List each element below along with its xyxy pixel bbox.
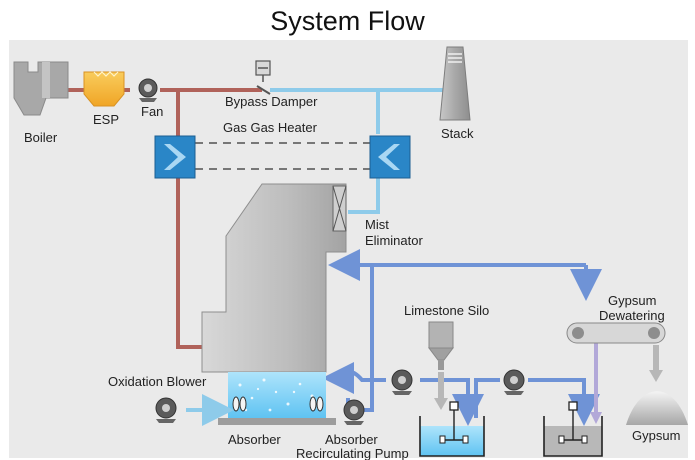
mist-eliminator-label-1: Mist	[365, 217, 389, 232]
absorber-recirc-pump-icon	[343, 399, 365, 425]
oxidation-blower-label: Oxidation Blower	[108, 374, 207, 389]
flue-gas-to-absorber	[176, 90, 202, 349]
page-title: System Flow	[270, 6, 425, 36]
limestone-slurry-tank	[419, 401, 485, 457]
boiler	[13, 61, 69, 116]
fan-icon	[138, 78, 158, 102]
slurry-return-line	[358, 263, 586, 412]
stack-icon	[439, 46, 471, 121]
belt-filter-icon	[566, 322, 666, 344]
bypass-damper-icon	[255, 60, 271, 95]
recirc-pump-icon	[391, 369, 413, 395]
absorber-pump-label-1: Absorber	[325, 432, 378, 447]
boiler-label: Boiler	[24, 130, 58, 145]
silo-feed-arrowhead	[434, 398, 448, 410]
dewatering-arrowhead	[590, 412, 602, 424]
fan-label: Fan	[141, 104, 163, 119]
recirc-arc	[332, 368, 386, 382]
gypsum-dewatering-label-2: Dewatering	[599, 308, 665, 323]
limestone-silo-icon	[428, 321, 454, 370]
gypsum-tank-agitator-icon	[558, 401, 588, 444]
gypsum-pile-icon	[626, 391, 688, 425]
absorber-label: Absorber	[228, 432, 281, 447]
bypass-damper-label: Bypass Damper	[225, 94, 318, 109]
gas-gas-heater	[154, 135, 411, 179]
heater-exchanger-left	[154, 135, 196, 179]
heater-exchanger-right	[369, 135, 411, 179]
oxidation-blower-icon	[155, 397, 177, 423]
limestone-silo-label: Limestone Silo	[404, 303, 489, 318]
absorber-base	[218, 418, 336, 425]
mist-eliminator-icon	[332, 185, 347, 232]
tank-agitator-icon	[439, 401, 469, 444]
slurry-lines	[322, 249, 602, 426]
clean-gas-from-absorber	[348, 178, 380, 214]
clean-gas-lines	[270, 88, 444, 214]
absorber-slurry-tank	[228, 372, 326, 418]
gas-gas-heater-label: Gas Gas Heater	[223, 120, 318, 135]
dewatering-output-arrowhead	[649, 370, 663, 382]
stack-label: Stack	[441, 126, 474, 141]
esp-label: ESP	[93, 112, 119, 127]
transfer-pump-icon	[503, 369, 525, 395]
pump-to-tank2	[528, 378, 600, 426]
silo-to-tank1	[420, 378, 484, 426]
absorber-tower	[201, 183, 347, 425]
absorber-pump-label-2: Recirculating Pump	[296, 446, 409, 460]
gypsum-dewatering-label-1: Gypsum	[608, 293, 656, 308]
agitator-right-icon	[309, 396, 324, 412]
gypsum-slurry-tank	[543, 401, 603, 457]
mist-eliminator-label-2: Eliminator	[365, 233, 423, 248]
tank1-to-pump	[474, 378, 500, 418]
gypsum-label: Gypsum	[632, 428, 680, 443]
esp-unit	[83, 71, 125, 107]
